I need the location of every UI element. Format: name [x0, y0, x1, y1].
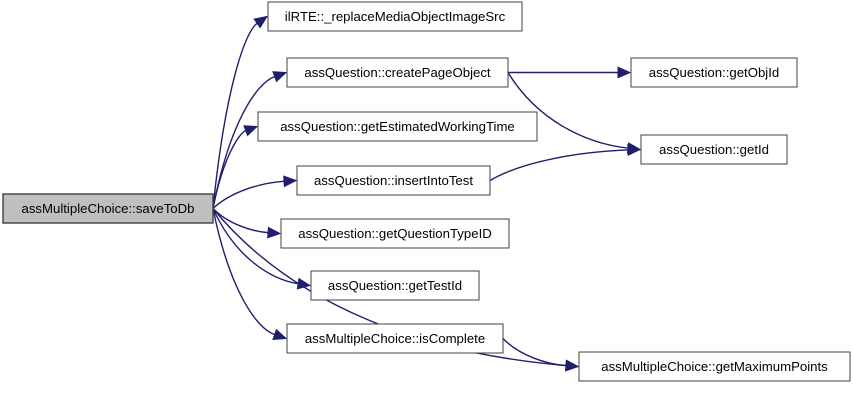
graph-node-label-getTestId: assQuestion::getTestId	[328, 278, 462, 293]
graph-node-getEstimatedWorkingTime[interactable]: assQuestion::getEstimatedWorkingTime	[257, 111, 538, 142]
call-edge-arrowhead-saveToDb-to-createPageObject	[272, 71, 288, 83]
call-edge-insertIntoTest-to-getId	[489, 149, 629, 182]
graph-node-label-getId: assQuestion::getId	[659, 142, 769, 157]
graph-node-box-getId[interactable]	[640, 134, 788, 165]
graph-node-getTestId[interactable]: assQuestion::getTestId	[310, 270, 480, 301]
graph-node-box-getTestId[interactable]	[310, 270, 480, 301]
graph-node-label-insertIntoTest: assQuestion::insertIntoTest	[314, 173, 473, 188]
graph-node-replaceMediaObjectImageSrc[interactable]: ilRTE::_replaceMediaObjectImageSrc	[267, 1, 523, 32]
call-edge-arrowhead-saveToDb-to-getEstimatedWorkingTime	[243, 125, 259, 137]
graph-node-box-insertIntoTest[interactable]	[296, 165, 491, 196]
graph-node-getObjId[interactable]: assQuestion::getObjId	[630, 57, 798, 88]
call-edge-arrowhead-saveToDb-to-replaceMediaObjectImageSrc	[253, 15, 269, 29]
graph-node-insertIntoTest[interactable]: assQuestion::insertIntoTest	[296, 165, 491, 196]
graph-node-label-isComplete: assMultipleChoice::isComplete	[305, 331, 485, 346]
call-edge-createPageObject-to-getId	[507, 72, 629, 149]
graph-node-label-createPageObject: assQuestion::createPageObject	[304, 65, 491, 80]
call-edge-saveToDb-to-getEstimatedWorkingTime	[212, 129, 247, 209]
graph-node-box-getQuestionTypeID[interactable]	[280, 218, 510, 249]
graph-node-box-replaceMediaObjectImageSrc[interactable]	[267, 1, 523, 32]
graph-node-label-getEstimatedWorkingTime: assQuestion::getEstimatedWorkingTime	[280, 119, 515, 134]
call-edge-saveToDb-to-getTestId	[212, 208, 299, 285]
edge-layer	[212, 15, 642, 372]
call-edge-saveToDb-to-getQuestionTypeID	[212, 208, 269, 234]
call-edge-arrowhead-saveToDb-to-getQuestionTypeID	[267, 226, 282, 239]
call-edge-saveToDb-to-createPageObject	[212, 75, 275, 209]
graph-node-label-getObjId: assQuestion::getObjId	[649, 65, 779, 80]
graph-node-getId[interactable]: assQuestion::getId	[640, 134, 788, 165]
call-edge-saveToDb-to-getMaximumPoints	[212, 208, 567, 367]
call-edge-arrowhead-insertIntoTest-to-getId	[627, 144, 642, 156]
call-edge-arrowhead-saveToDb-to-isComplete	[272, 328, 288, 341]
graph-node-label-saveToDb: assMultipleChoice::saveToDb	[22, 201, 195, 216]
node-layer: assMultipleChoice::saveToDb ilRTE::_repla…	[2, 1, 851, 382]
graph-node-box-saveToDb[interactable]	[2, 193, 214, 224]
graph-node-createPageObject[interactable]: assQuestion::createPageObject	[286, 57, 509, 88]
call-edge-arrowhead-isComplete-to-getMaximumPoints	[565, 359, 580, 372]
graph-node-box-getMaximumPoints[interactable]	[578, 351, 851, 382]
call-edge-saveToDb-to-isComplete	[212, 208, 275, 336]
call-edge-arrowhead-createPageObject-to-getObjId	[617, 66, 632, 79]
call-edge-saveToDb-to-replaceMediaObjectImageSrc	[212, 22, 258, 209]
graph-node-box-getObjId[interactable]	[630, 57, 798, 88]
graph-node-getMaximumPoints[interactable]: assMultipleChoice::getMaximumPoints	[578, 351, 851, 382]
graph-node-getQuestionTypeID[interactable]: assQuestion::getQuestionTypeID	[280, 218, 510, 249]
call-edge-isComplete-to-getMaximumPoints	[502, 338, 567, 367]
graph-node-label-getQuestionTypeID: assQuestion::getQuestionTypeID	[298, 226, 492, 241]
graph-node-label-getMaximumPoints: assMultipleChoice::getMaximumPoints	[601, 359, 828, 374]
graph-node-box-createPageObject[interactable]	[286, 57, 509, 88]
graph-node-box-isComplete[interactable]	[286, 323, 504, 354]
call-edge-saveToDb-to-insertIntoTest	[212, 180, 285, 210]
graph-node-label-replaceMediaObjectImageSrc: ilRTE::_replaceMediaObjectImageSrc	[285, 9, 506, 24]
graph-node-box-getEstimatedWorkingTime[interactable]	[257, 111, 538, 142]
graph-node-isComplete[interactable]: assMultipleChoice::isComplete	[286, 323, 504, 354]
graph-node-saveToDb[interactable]: assMultipleChoice::saveToDb	[2, 193, 214, 224]
call-edge-arrowhead-saveToDb-to-insertIntoTest	[283, 175, 298, 188]
